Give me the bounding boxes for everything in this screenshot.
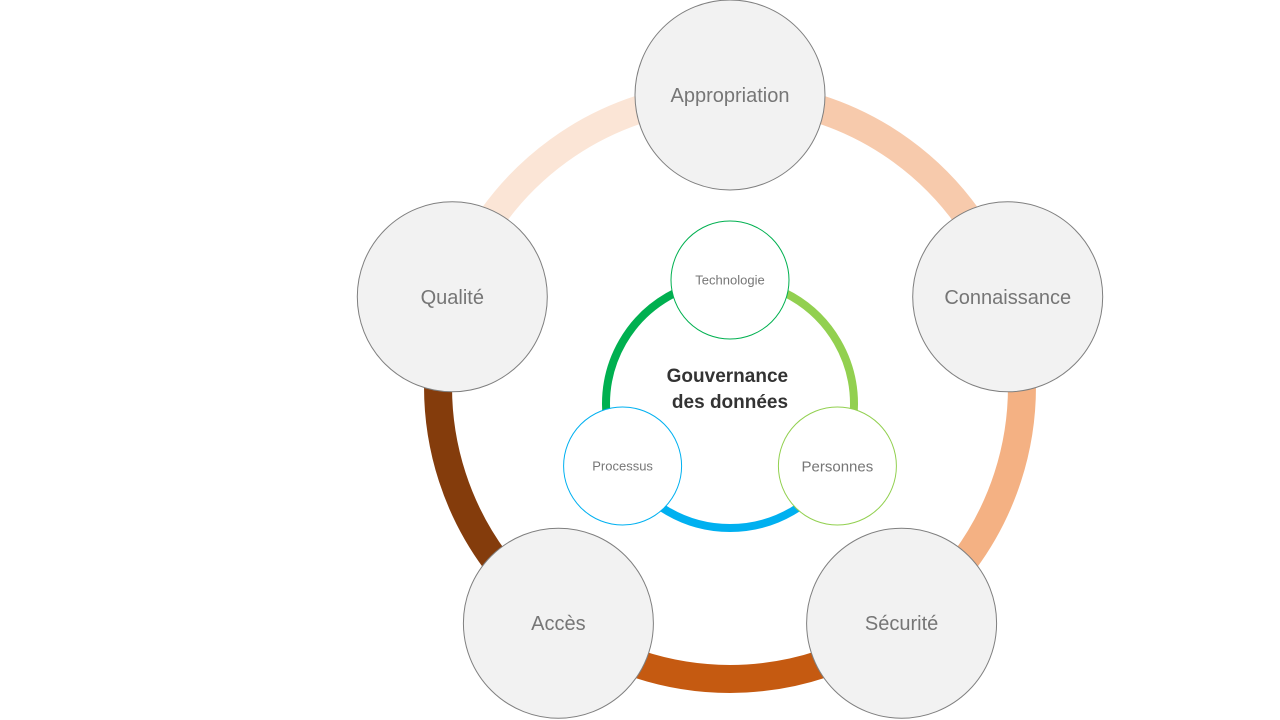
node-connaissance: Connaissance [912, 201, 1104, 393]
inner-node-circle-personnes [777, 406, 897, 526]
center-title: Gouvernance des données [667, 366, 794, 413]
node-label-qualite: Qualité [421, 287, 484, 309]
node-appropriation: Appropriation [634, 0, 826, 191]
node-label-connaissance: Connaissance [944, 287, 1071, 309]
node-circle-securite [806, 527, 998, 719]
node-securite: Sécurité [806, 527, 998, 719]
inner-node-label-technologie: Technologie [695, 273, 764, 288]
inner-node-label-processus: Processus [592, 459, 653, 474]
node-circle-acces [462, 527, 654, 719]
center-title-line-2: des données [672, 392, 788, 413]
inner-node-processus: Processus [563, 406, 683, 526]
node-label-acces: Accès [531, 613, 585, 635]
center-title-line-1: Gouvernance [667, 366, 788, 387]
inner-node-technologie: Technologie [670, 220, 790, 340]
inner-node-circle-technologie [670, 220, 790, 340]
node-label-securite: Sécurité [865, 613, 938, 635]
node-circle-appropriation [634, 0, 826, 191]
inner-node-label-personnes: Personnes [802, 458, 874, 475]
node-circle-connaissance [912, 201, 1104, 393]
node-acces: Accès [462, 527, 654, 719]
node-qualite: Qualité [356, 201, 548, 393]
node-circle-qualite [356, 201, 548, 393]
node-label-appropriation: Appropriation [671, 85, 790, 107]
inner-node-personnes: Personnes [777, 406, 897, 526]
inner-node-circle-processus [563, 406, 683, 526]
